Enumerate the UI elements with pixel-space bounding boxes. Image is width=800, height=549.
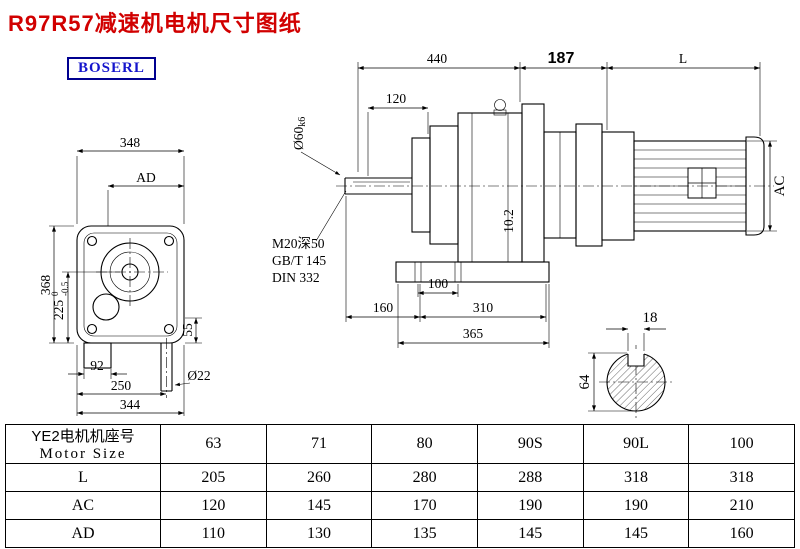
dim-22: Ø22	[187, 368, 210, 383]
side-view-dim-lines	[346, 65, 773, 346]
cell-L-100: 318	[688, 463, 795, 492]
size-col-90L: 90L	[582, 424, 690, 464]
cell-AD-90S: 145	[476, 519, 584, 548]
table-header-row: YE2电机机座号 Motor Size 63 71 80 90S 90L 100	[5, 424, 795, 464]
side-view-detail	[353, 99, 746, 282]
brand-logo: BOSERL	[67, 57, 156, 80]
side-view-extension-lines	[300, 62, 777, 348]
dim-187: 187	[548, 50, 575, 67]
front-view-centerlines	[96, 238, 168, 398]
motor-size-header-en: Motor Size	[39, 446, 127, 462]
cell-AC-90S: 190	[476, 491, 584, 520]
cell-AC-63: 120	[160, 491, 267, 520]
row-label-L: L	[5, 463, 161, 492]
cell-AC-71: 145	[265, 491, 373, 520]
dim-160: 160	[373, 300, 394, 315]
note-din-standard: DIN 332	[272, 270, 320, 285]
dim-L: L	[679, 51, 687, 66]
front-view-extension-lines	[49, 156, 202, 416]
row-label-AD: AD	[5, 519, 161, 548]
dim-368: 368	[38, 275, 53, 296]
size-col-63: 63	[160, 424, 267, 464]
cell-AC-80: 170	[371, 491, 478, 520]
shaft-section-dim-lines	[591, 326, 666, 411]
dim-310: 310	[473, 300, 494, 315]
dim-440: 440	[427, 51, 448, 66]
cell-L-63: 205	[160, 463, 267, 492]
technical-drawing: 348 AD 368 225 0 -0.5 55 92 Ø22 250 344	[38, 50, 788, 419]
dim-365: 365	[463, 326, 484, 341]
table-row-AC: AC 120 145 170 190 190 210	[5, 491, 795, 520]
table-row-AD: AD 110 130 135 145 145 160	[5, 519, 795, 548]
cell-L-90S: 288	[476, 463, 584, 492]
dim-AC: AC	[772, 176, 788, 197]
front-view-detail	[83, 232, 178, 337]
cell-L-71: 260	[265, 463, 373, 492]
dim-250: 250	[111, 378, 132, 393]
side-view-dim-labels: 440 187 L 120 Ø60k6 M20深50 GB/T 145 DIN …	[272, 50, 788, 341]
cell-AD-100: 160	[688, 519, 795, 548]
dim-92: 92	[90, 358, 104, 373]
motor-dimension-table: YE2电机机座号 Motor Size 63 71 80 90S 90L 100…	[5, 424, 795, 548]
dim-225-tol-lower: -0.5	[60, 281, 70, 296]
dim-10-2: 10.2	[501, 209, 516, 233]
dim-100: 100	[428, 276, 449, 291]
cell-AD-71: 130	[265, 519, 373, 548]
cell-AD-63: 110	[160, 519, 267, 548]
front-view-dim-labels: 348 AD 368 225 0 -0.5 55 92 Ø22 250 344	[38, 135, 211, 412]
dim-55: 55	[180, 323, 195, 337]
motor-size-header-cell: YE2电机机座号 Motor Size	[5, 424, 161, 464]
dim-shaft-dia: Ø60k6	[291, 117, 308, 150]
dim-shaft-dia-value: Ø60	[291, 127, 306, 150]
note-tap-hole: M20深50	[272, 236, 325, 251]
table-row-L: L 205 260 280 288 318 318	[5, 463, 795, 492]
cell-AD-80: 135	[371, 519, 478, 548]
dim-120: 120	[386, 91, 407, 106]
dim-AD: AD	[136, 170, 156, 185]
dim-348: 348	[120, 135, 141, 150]
size-col-80: 80	[371, 424, 478, 464]
dim-225: 225	[51, 300, 66, 321]
cell-AD-90L: 145	[582, 519, 690, 548]
shaft-section-view: 18 64	[577, 310, 673, 419]
cell-AC-90L: 190	[582, 491, 690, 520]
keyway-outline	[627, 354, 645, 367]
size-col-100: 100	[688, 424, 795, 464]
keyway-mask	[628, 349, 644, 366]
motor-size-header-cn: YE2电机机座号	[31, 428, 135, 445]
front-view-dim-lines	[51, 148, 199, 416]
page-title: R97R57减速机电机尺寸图纸	[8, 11, 302, 36]
dim-344: 344	[120, 397, 141, 412]
cell-L-90L: 318	[582, 463, 690, 492]
dim-shaft-dia-tol: k6	[297, 117, 308, 127]
cell-L-80: 280	[371, 463, 478, 492]
dim-18: 18	[643, 310, 658, 326]
cell-AC-100: 210	[688, 491, 795, 520]
dim-225-tol-upper: 0	[50, 291, 60, 296]
row-label-AC: AC	[5, 491, 161, 520]
dim-225-label: 225 0 -0.5	[50, 281, 70, 320]
note-gbt-standard: GB/T 145	[272, 253, 326, 268]
size-col-71: 71	[265, 424, 373, 464]
dim-64: 64	[577, 374, 593, 390]
size-col-90S: 90S	[476, 424, 584, 464]
motor-nameplate	[687, 167, 717, 199]
